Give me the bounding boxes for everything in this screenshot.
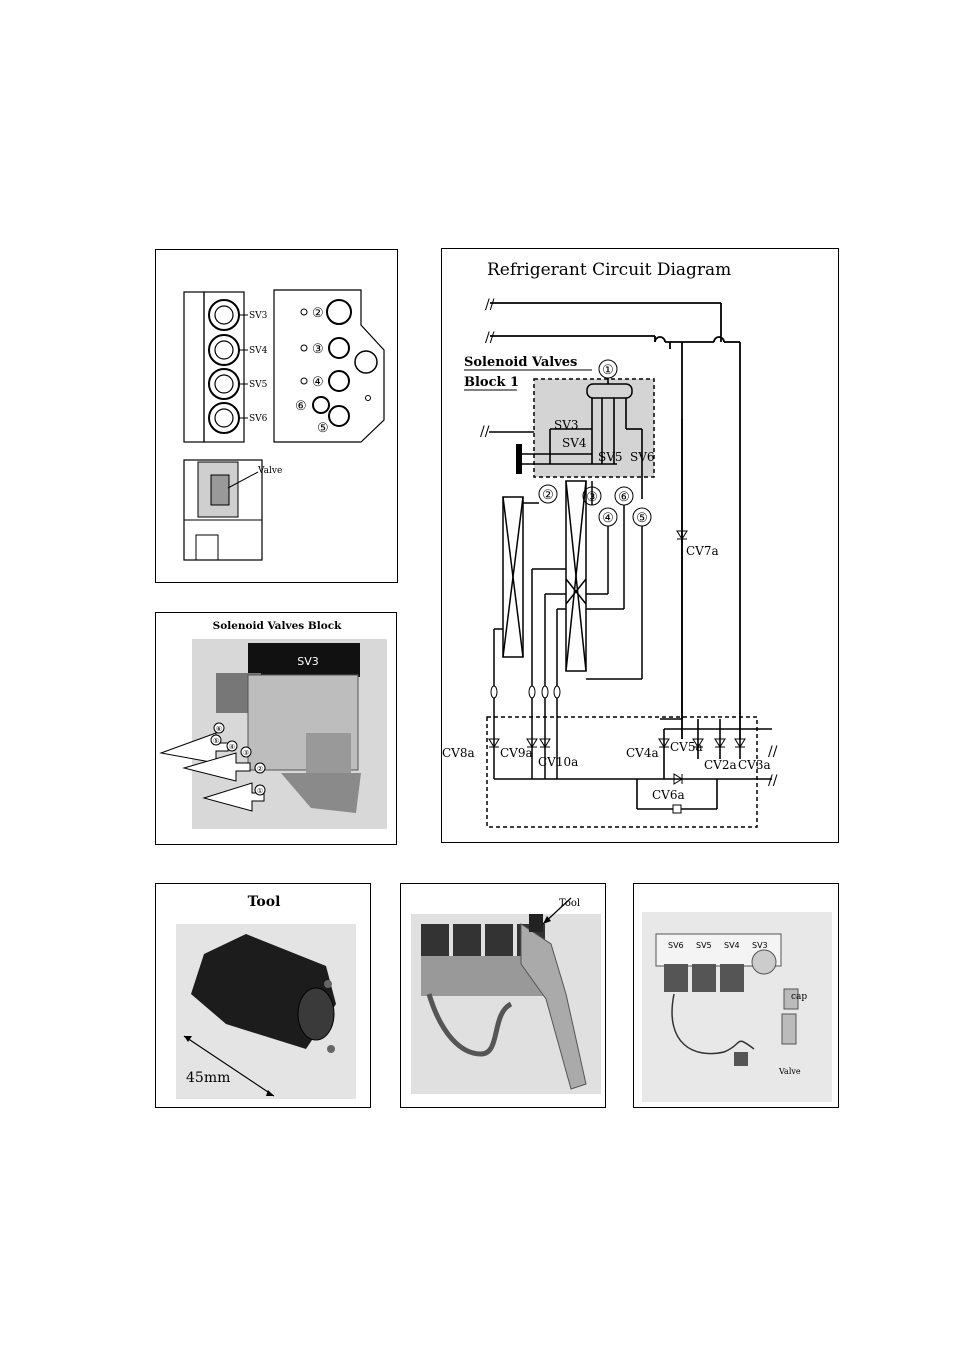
photo-port-5: ⑤ xyxy=(213,737,219,745)
section-view xyxy=(183,459,263,561)
port-6: ⑥ xyxy=(295,399,307,414)
port-2-circuit: ② xyxy=(542,488,554,503)
refrigerant-circuit-panel: Refrigerant Circuit Diagram // // // Sol… xyxy=(441,248,839,843)
heat-exchanger-left xyxy=(502,496,524,658)
port-2: ② xyxy=(312,306,324,321)
cv4a-label: CV4a xyxy=(626,746,659,760)
port-4-circuit: ④ xyxy=(602,511,614,526)
port-6-circuit: ⑥ xyxy=(618,490,630,505)
block-face xyxy=(273,289,385,443)
tool-photo: Tool 45mm xyxy=(176,894,356,1099)
cv8a-label: CV8a xyxy=(442,746,475,760)
cv2a-label: CV2a xyxy=(704,758,737,772)
cv5a-label: CV5a xyxy=(670,740,703,754)
photo-port-6: ⑥ xyxy=(216,725,222,733)
sv6-label: SV6 xyxy=(630,450,655,464)
svg-text://: // xyxy=(768,744,778,760)
valve-coil-sv4 xyxy=(208,334,240,366)
parts-sv5: SV5 xyxy=(696,941,712,950)
solenoid-block-area xyxy=(533,378,655,478)
block-label-1: Solenoid Valves xyxy=(464,355,577,370)
cv7a-label: CV7a xyxy=(686,544,719,558)
cv10a-label: CV10a xyxy=(538,755,578,769)
valve-coil-sv3 xyxy=(208,299,240,331)
parts-sv3: SV3 xyxy=(752,941,768,950)
refrigerant-circuit-diagram: Refrigerant Circuit Diagram // // // Sol… xyxy=(442,260,778,828)
parts-sv4: SV4 xyxy=(724,941,740,950)
port-5: ⑤ xyxy=(317,421,329,436)
sv5-label: SV5 xyxy=(598,450,623,464)
wrench-tool-label: Tool xyxy=(559,898,580,909)
tool-photo-panel: Tool 45mm xyxy=(155,883,371,1108)
coil-tag: SV3 xyxy=(297,655,319,668)
parts-cap-label: cap xyxy=(791,992,807,1002)
port-5-circuit: ⑤ xyxy=(636,511,648,526)
wrench xyxy=(520,923,587,1090)
circuit-title: Refrigerant Circuit Diagram xyxy=(487,260,731,280)
wrench-photo-panel: Tool xyxy=(400,883,606,1108)
parts-valve-label: Valve xyxy=(778,1067,801,1076)
valve-block-drawing-panel: SV3 SV4 SV5 SV6 ② ③ ④ ⑥ ⑤ Valve xyxy=(155,249,398,583)
photo-port-2: ② xyxy=(257,765,263,773)
valve-label: Valve xyxy=(257,466,282,476)
port-1: ① xyxy=(602,363,614,378)
coil-sv3 xyxy=(248,643,360,677)
block-label-2: Block 1 xyxy=(464,375,519,390)
tool-title: Tool xyxy=(248,894,281,910)
parts-photo-panel: SV6 SV5 SV4 SV3 cap Valve xyxy=(633,883,839,1108)
parts-photo: SV6 SV5 SV4 SV3 cap Valve xyxy=(642,912,832,1102)
svg-text://: // xyxy=(485,297,495,313)
valve-block-drawing: SV3 SV4 SV5 SV6 ② ③ ④ ⑥ ⑤ Valve xyxy=(183,289,385,561)
parts-sv6: SV6 xyxy=(668,941,684,950)
cv6a-label: CV6a xyxy=(652,788,685,802)
sv3-label: SV3 xyxy=(554,418,579,432)
port-4: ④ xyxy=(312,375,324,390)
heat-exchanger-right xyxy=(565,480,587,672)
svg-text://: // xyxy=(485,330,495,346)
label-sv6: SV6 xyxy=(249,414,268,424)
solenoid-block-photo-panel: Solenoid Valves Block SV3 ⑥ ⑤ ④ ③ ② ① xyxy=(155,612,397,845)
solenoid-block-photo: Solenoid Valves Block SV3 ⑥ ⑤ ④ ③ ② ① xyxy=(159,620,387,829)
block-photo-title: Solenoid Valves Block xyxy=(213,620,342,632)
sv4-label: SV4 xyxy=(562,436,587,450)
check-valve-area xyxy=(486,716,758,828)
svg-text://: // xyxy=(480,424,490,440)
photo-port-1: ① xyxy=(257,787,263,795)
photo-port-3: ③ xyxy=(243,749,249,757)
photo-port-4: ④ xyxy=(229,743,235,751)
cv3a-label: CV3a xyxy=(738,758,771,772)
valve-coil-sv5 xyxy=(208,368,240,400)
port-3: ③ xyxy=(312,342,324,357)
valve-coil-sv6 xyxy=(208,402,240,434)
svg-text://: // xyxy=(768,773,778,789)
tool-dimension: 45mm xyxy=(186,1070,230,1086)
cv9a-label: CV9a xyxy=(500,746,533,760)
label-sv3: SV3 xyxy=(249,311,268,321)
wrench-photo: Tool xyxy=(411,897,601,1094)
label-sv5: SV5 xyxy=(249,380,268,390)
label-sv4: SV4 xyxy=(249,346,268,356)
